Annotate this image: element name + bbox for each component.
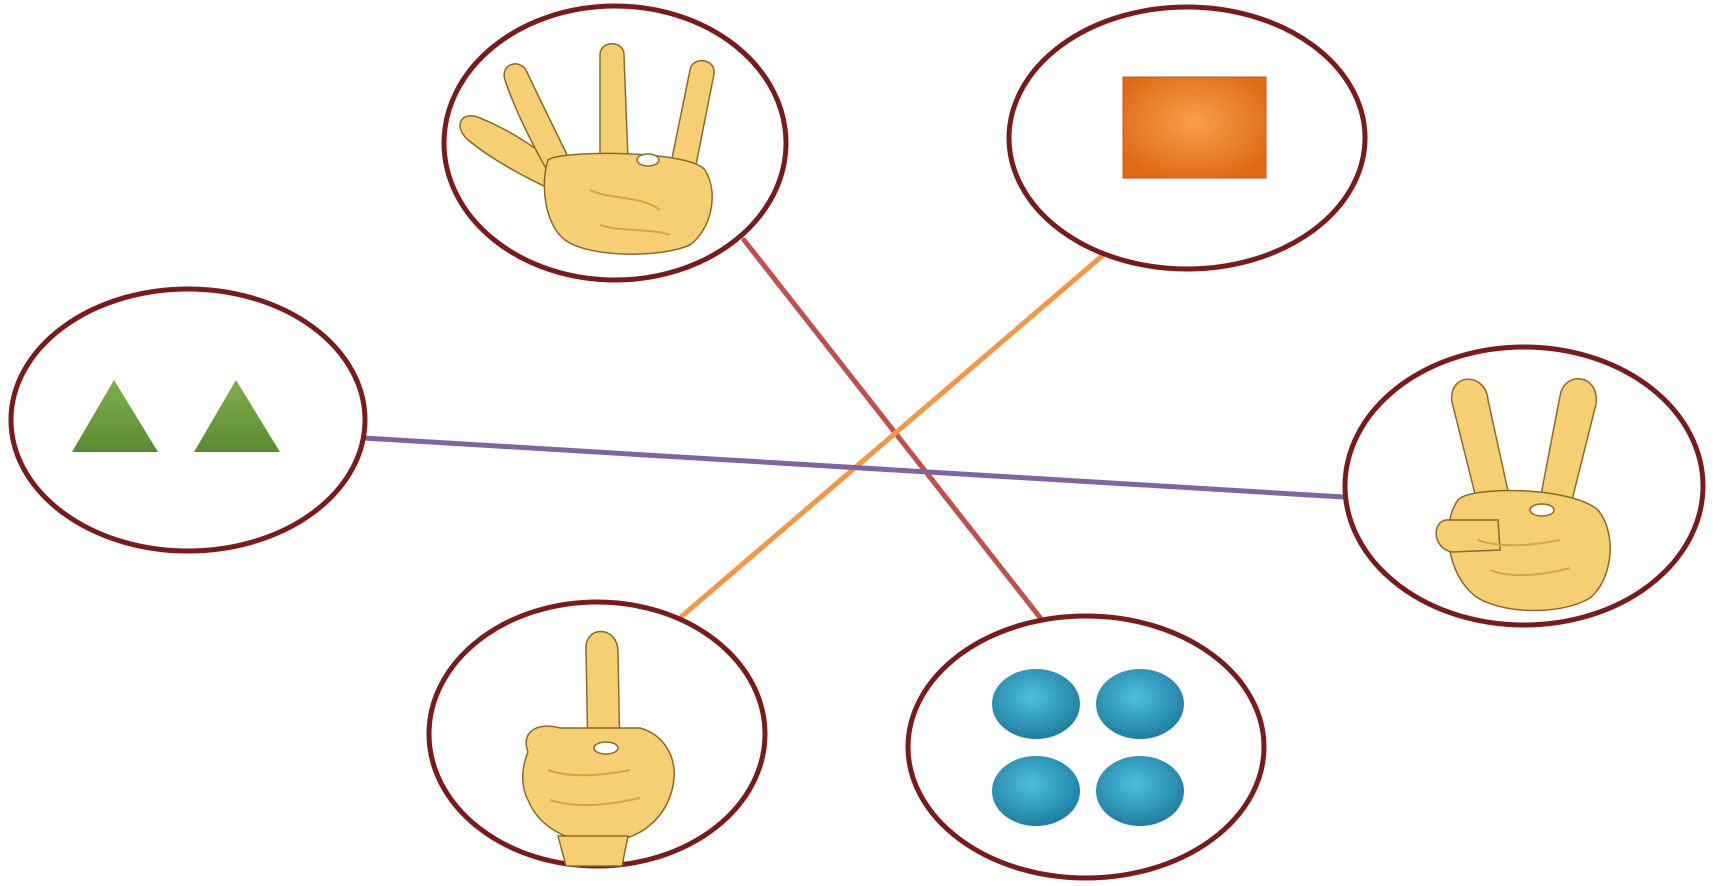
hand-one-finger-icon — [522, 630, 675, 867]
green-triangle-icon — [194, 380, 280, 452]
node-four-dots[interactable] — [905, 613, 1267, 881]
connector-square-to-one — [679, 253, 1105, 619]
hand-five-fingers-icon — [459, 43, 715, 255]
node-one-square[interactable] — [1006, 4, 1368, 272]
blue-dot-icon — [1096, 756, 1184, 826]
hand-two-fingers-icon — [1435, 378, 1611, 612]
node-two-fingers[interactable] — [1342, 344, 1706, 628]
node-five-fingers[interactable] — [441, 3, 789, 283]
orange-square-icon — [1122, 76, 1267, 179]
connector-five-to-four — [741, 237, 1045, 623]
blue-dot-icon — [992, 756, 1080, 826]
blue-dot-icon — [1096, 669, 1184, 739]
node-two-triangles[interactable] — [8, 286, 368, 554]
blue-dot-icon — [992, 669, 1080, 739]
green-triangle-icon — [72, 380, 158, 452]
connector-two-to-two — [361, 435, 1363, 501]
node-one-finger[interactable] — [426, 599, 768, 869]
